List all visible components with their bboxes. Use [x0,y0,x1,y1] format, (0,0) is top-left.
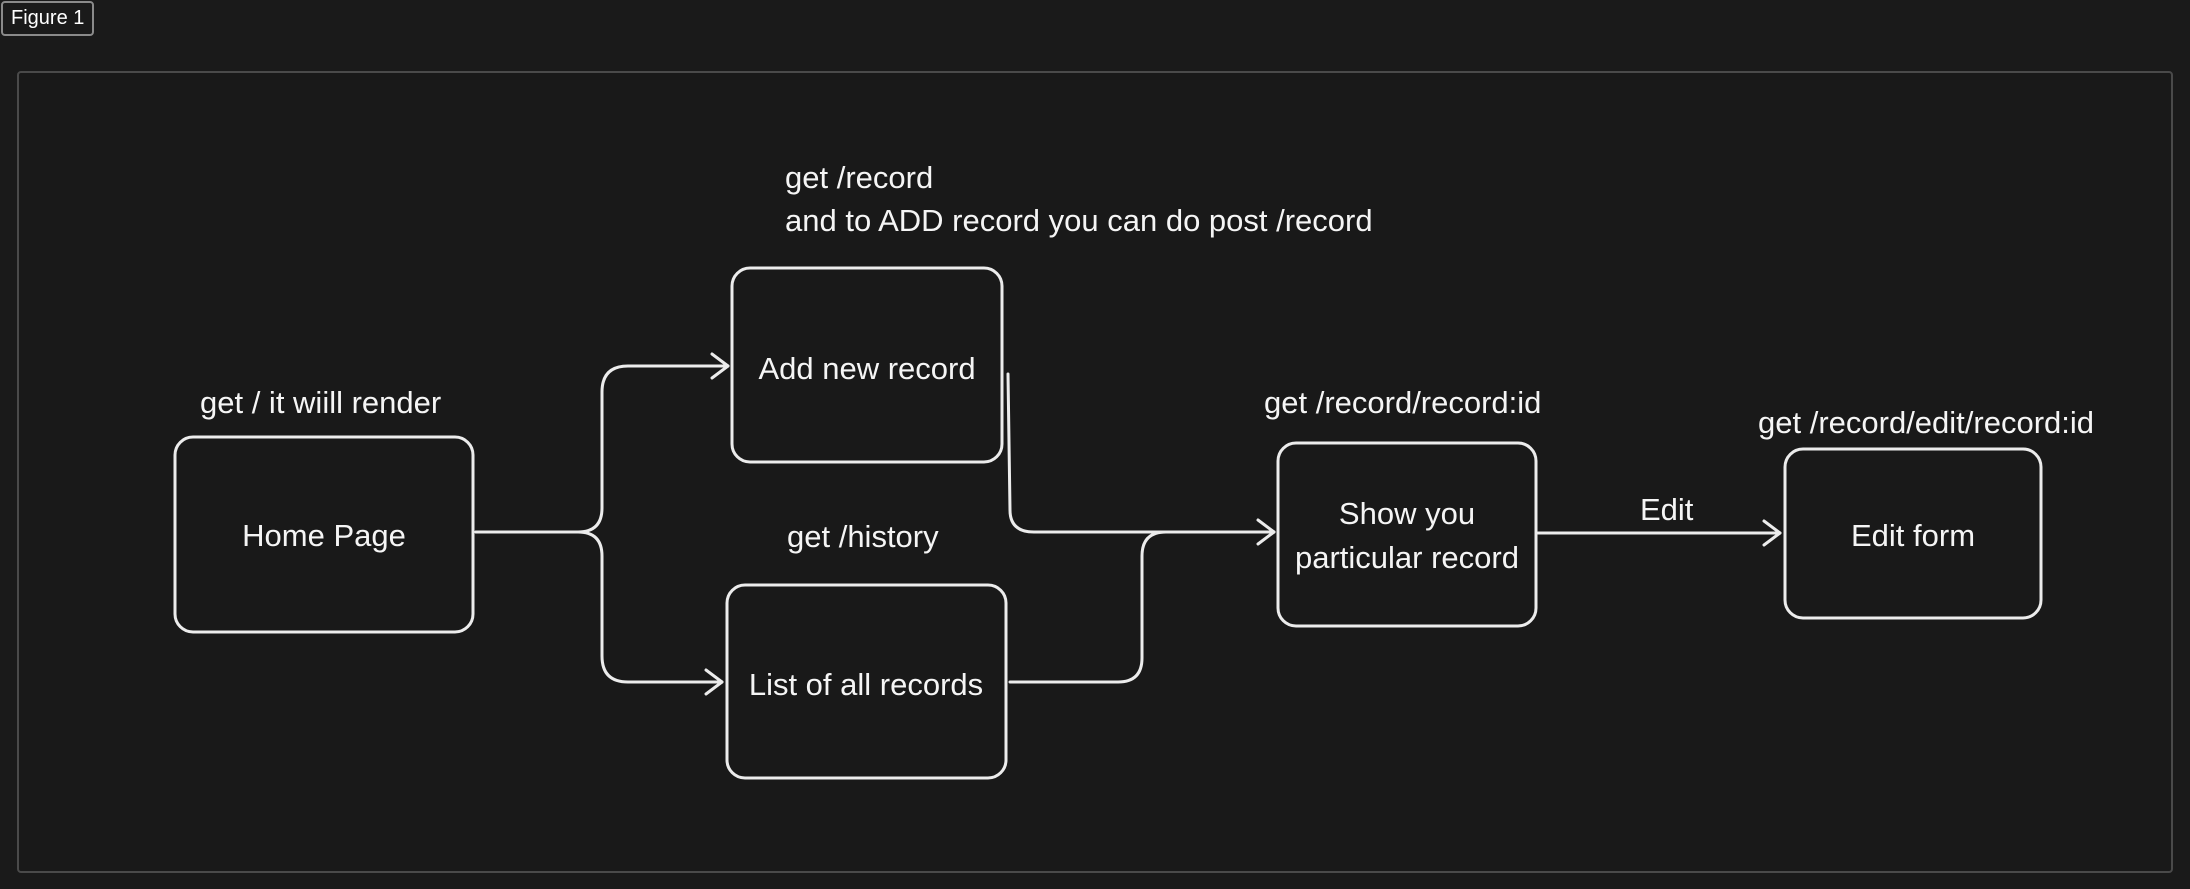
edge-list-to-show [1008,530,1276,684]
node-show-label-line2: particular record [1295,540,1519,575]
node-home-page-label: Home Page [242,518,406,553]
annotation-add-line1: get /record [785,160,933,195]
arrowhead-show [1256,518,1276,546]
node-list-of-all-records[interactable]: List of all records [725,583,1008,780]
arrowhead-list [704,668,724,696]
node-show-particular-record[interactable]: Show you particular record [1276,441,1538,628]
node-home-page[interactable]: Home Page [173,435,475,634]
node-add-new-record[interactable]: Add new record [730,266,1004,464]
edge-home-to-list [474,530,724,684]
annotation-edit: get /record/edit/record:id [1758,405,2094,440]
edge-label-edit: Edit [1640,492,1694,527]
annotation-list: get /history [787,519,939,554]
node-edit-form[interactable]: Edit form [1783,447,2043,620]
edge-add-to-show [1006,372,1276,534]
node-add-new-record-label: Add new record [758,351,975,386]
annotation-add-line2: and to ADD record you can do post /recor… [785,203,1373,238]
node-list-of-all-records-label: List of all records [749,667,983,702]
annotation-home: get / it wiill render [200,385,441,420]
arrowhead-add [710,352,730,380]
figure-tab[interactable]: Figure 1 [1,1,95,36]
edge-home-to-add [474,364,730,534]
node-show-label-line1: Show you [1339,496,1475,531]
node-edit-form-label: Edit form [1851,518,1975,553]
arrowhead-edit [1762,519,1782,547]
annotation-show: get /record/record:id [1264,385,1541,420]
